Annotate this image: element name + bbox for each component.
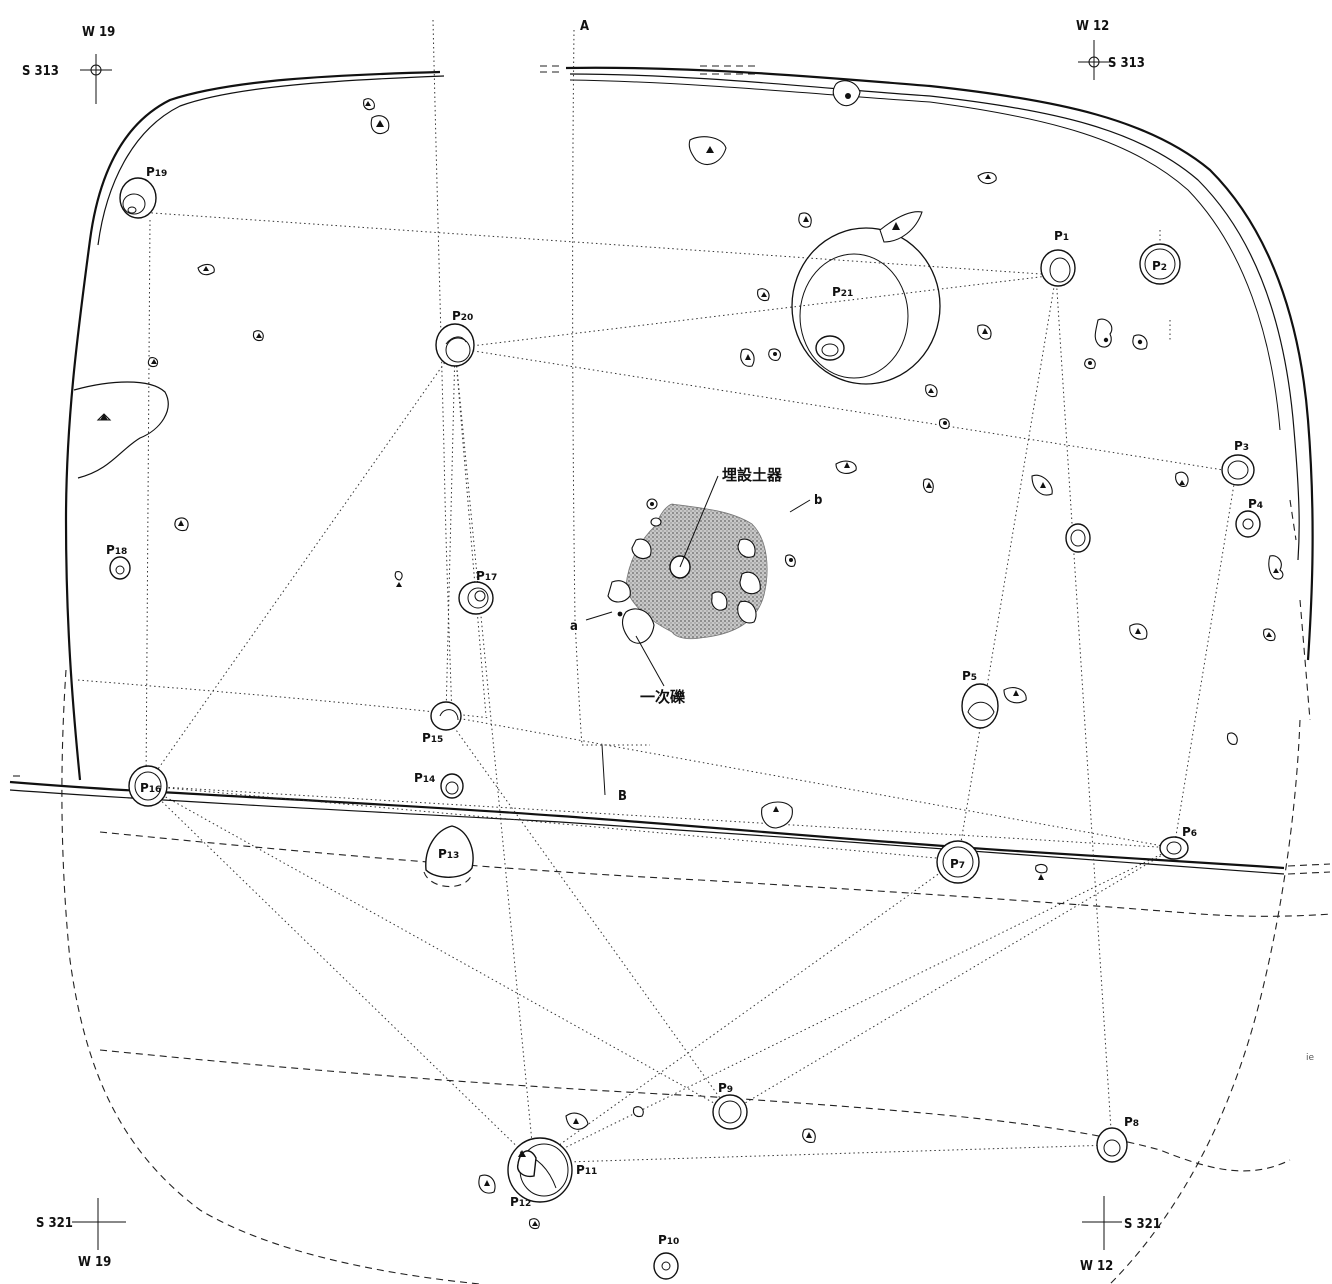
label-p17: P17 (476, 569, 497, 583)
pit-p15 (430, 701, 462, 731)
pit-p18 (109, 556, 131, 580)
grid-label-se-row: S 321 (1124, 1217, 1161, 1232)
scattered-stones (96, 80, 1284, 1230)
pit-p7 (936, 840, 980, 884)
grid-cross-nw (80, 54, 112, 104)
label-p16: P16 (140, 781, 161, 795)
label-p9: P9 (718, 1081, 733, 1095)
dwelling-outline-east (565, 66, 1314, 661)
pit-p4 (1235, 510, 1261, 538)
pit-p10 (653, 1252, 679, 1280)
pit-p14 (440, 773, 464, 799)
section-label-b: B (618, 789, 627, 804)
primary-stone-label: 一次礫 (640, 688, 686, 706)
grid-label-sw-row: S 321 (36, 1216, 73, 1231)
label-p4: P4 (1248, 497, 1263, 511)
section-point-b: b (814, 493, 822, 508)
section-label-a: A (580, 19, 589, 34)
label-p15: P15 (422, 731, 443, 745)
label-p20: P20 (452, 309, 473, 323)
stray-mark: ie (1306, 1053, 1315, 1063)
label-p2: P2 (1152, 259, 1167, 273)
pit-p8 (1096, 1127, 1128, 1163)
grid-label-ne-row: S 313 (1108, 56, 1145, 71)
grid-cross-ne (1078, 40, 1110, 80)
dwelling-outline (64, 70, 441, 781)
pit-p19 (119, 177, 157, 219)
label-p6: P6 (1182, 825, 1197, 839)
label-p13: P13 (438, 847, 459, 861)
pit-p17 (458, 581, 494, 615)
section-point-a: a (570, 619, 578, 634)
outer-boundary (61, 669, 481, 1284)
pit-p21 (791, 211, 941, 385)
grid-cross-se (1082, 1196, 1122, 1250)
label-p3: P3 (1234, 439, 1249, 453)
grid-label-sw-col: W 19 (78, 1255, 111, 1270)
label-p18: P18 (106, 543, 127, 557)
label-p19: P19 (146, 165, 167, 179)
post-holes (109, 177, 1261, 1280)
pit-p9 (712, 1094, 748, 1130)
label-p5: P5 (962, 669, 977, 683)
pit-p11-p12 (507, 1137, 573, 1203)
pit-p16 (128, 765, 168, 807)
pit-p2 (1139, 243, 1181, 285)
label-p1: P1 (1054, 229, 1069, 243)
pit-p13 (423, 825, 474, 888)
grid-cross-sw (72, 1198, 126, 1250)
label-p12: P12 (510, 1195, 531, 1209)
buried-pottery-label: 埋設土器 (722, 466, 783, 484)
label-p8: P8 (1124, 1115, 1139, 1129)
grid-label-nw-col: W 19 (82, 25, 115, 40)
pit-p6 (1159, 836, 1189, 860)
central-hearth (607, 498, 768, 644)
label-p21: P21 (832, 285, 853, 299)
pit-p20 (435, 323, 475, 367)
grid-label-nw-row: S 313 (22, 64, 59, 79)
label-p7: P7 (950, 857, 965, 871)
pit-unlabeled-east (1065, 523, 1091, 553)
pit-p3 (1221, 454, 1255, 486)
post-connections (137, 211, 1237, 1164)
label-p14: P14 (414, 771, 435, 785)
west-feature (73, 381, 169, 479)
pit-p1 (1040, 249, 1076, 287)
pit-p5 (961, 683, 999, 729)
label-p11: P11 (576, 1163, 597, 1177)
grid-label-ne-col: W 12 (1076, 19, 1109, 34)
grid-label-se-col: W 12 (1080, 1259, 1113, 1274)
label-p10: P10 (658, 1233, 679, 1247)
